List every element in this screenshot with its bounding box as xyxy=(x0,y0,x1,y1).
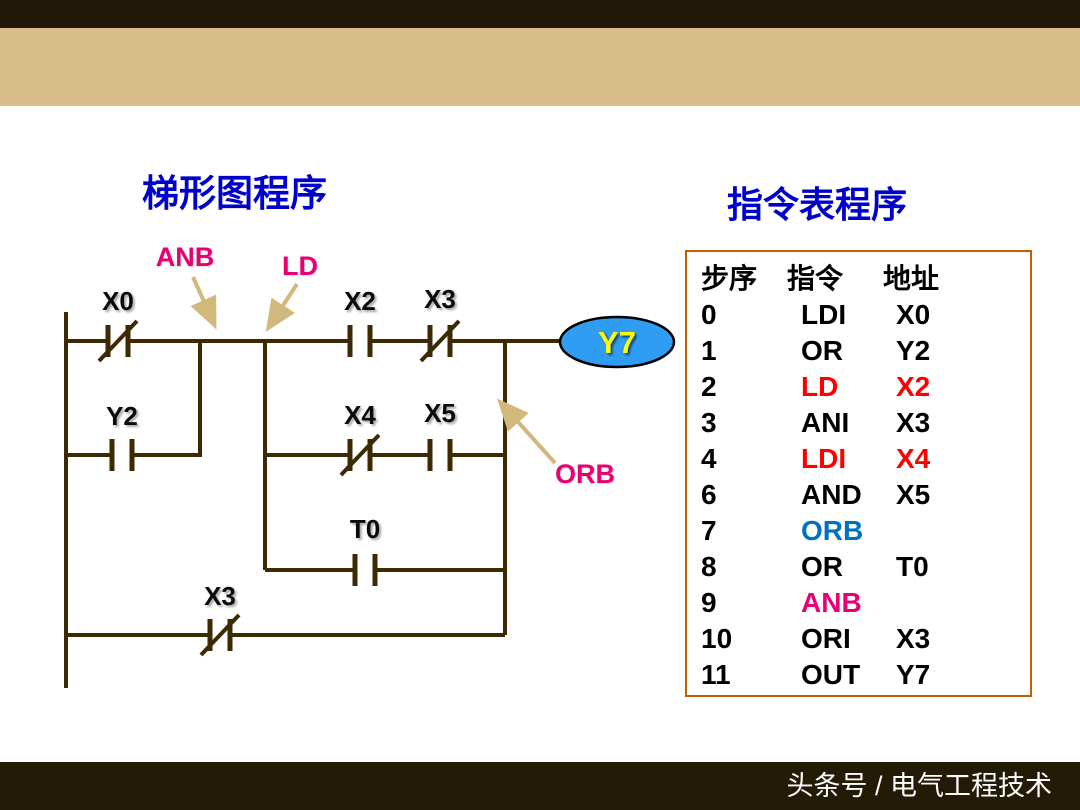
header-address: 地址 xyxy=(883,263,940,294)
table-row: 3 ANI X3 xyxy=(701,405,1030,441)
step-cell: 7 xyxy=(701,515,717,546)
table-row: 8 OR T0 xyxy=(701,549,1030,585)
contact-label-x2: X2 xyxy=(344,286,376,316)
contact-label-x0: X0 xyxy=(102,286,134,316)
instruction-cell: ORB xyxy=(801,515,864,546)
table-row: 6 AND X5 xyxy=(701,477,1030,513)
step-cell: 6 xyxy=(701,479,717,510)
contact-label-x3-top: X3 xyxy=(424,284,456,314)
table-row: 0 LDI X0 xyxy=(701,297,1030,333)
instruction-cell: LDI xyxy=(801,299,847,330)
ld-arrow xyxy=(265,282,299,333)
output-coil-y7: Y7 xyxy=(558,315,676,369)
contact-x5-no xyxy=(427,439,453,471)
anb-arrow xyxy=(190,276,217,330)
instruction-cell: ANI xyxy=(801,407,850,438)
instruction-cell: OR xyxy=(801,335,843,366)
anb-annotation: ANB xyxy=(156,242,215,272)
header-instruction: 指令 xyxy=(787,263,844,294)
contact-label-x5: X5 xyxy=(424,398,456,428)
output-coil-label: Y7 xyxy=(598,325,636,360)
instruction-cell: OR xyxy=(801,551,843,582)
contact-t0-no xyxy=(352,554,378,586)
orb-arrow xyxy=(496,398,557,465)
step-cell: 11 xyxy=(701,659,731,690)
instruction-cell: ANB xyxy=(801,587,862,618)
address-cell xyxy=(896,585,1030,621)
contact-y2-no xyxy=(109,439,135,471)
contact-label-t0: T0 xyxy=(350,514,380,544)
step-cell: 8 xyxy=(701,551,717,582)
address-cell: X5 xyxy=(896,479,931,510)
table-row: 10 ORI X3 xyxy=(701,621,1030,657)
table-row: 9 ANB xyxy=(701,585,1030,621)
instruction-cell: LD xyxy=(801,371,839,402)
table-header-row: 步序 指令 地址 xyxy=(701,260,1030,297)
address-cell: T0 xyxy=(896,551,929,582)
contact-label-x4: X4 xyxy=(344,400,376,430)
address-cell: X4 xyxy=(896,443,931,474)
address-cell: X2 xyxy=(896,371,931,402)
step-cell: 2 xyxy=(701,371,717,402)
ladder-title: 梯形图程序 xyxy=(142,174,327,215)
footer-text: 头条号 / 电气工程技术 xyxy=(786,771,1052,801)
address-cell: Y2 xyxy=(896,335,931,366)
contact-label-x3-bottom: X3 xyxy=(204,581,236,611)
footer-bar: 头条号 / 电气工程技术 xyxy=(0,762,1080,810)
address-cell: Y7 xyxy=(896,659,931,690)
step-cell: 3 xyxy=(701,407,717,438)
ladder-wires xyxy=(64,312,562,688)
orb-annotation: ORB xyxy=(555,459,615,489)
instruction-table: 步序 指令 地址 0 LDI X0 1 OR Y2 2 LD X2 3 ANI … xyxy=(685,250,1032,697)
contact-label-y2: Y2 xyxy=(106,401,138,431)
step-cell: 10 xyxy=(701,623,733,654)
table-row: 2 LD X2 xyxy=(701,369,1030,405)
ld-annotation: LD xyxy=(282,251,318,281)
top-dark-bar xyxy=(0,0,1080,28)
table-row: 1 OR Y2 xyxy=(701,333,1030,369)
instruction-cell: ORI xyxy=(801,623,851,654)
contact-x2-no xyxy=(347,325,373,357)
address-cell: X0 xyxy=(896,299,931,330)
instruction-title: 指令表程序 xyxy=(727,185,908,225)
address-cell: X3 xyxy=(896,623,931,654)
contact-x4-nc xyxy=(339,433,381,477)
instruction-cell: LDI xyxy=(801,443,847,474)
step-cell: 9 xyxy=(701,587,717,618)
table-row: 11 OUT Y7 xyxy=(701,657,1030,693)
header-step: 步序 xyxy=(701,263,758,294)
address-cell xyxy=(896,513,1030,549)
step-cell: 1 xyxy=(701,335,717,366)
top-tan-band xyxy=(0,28,1080,106)
contact-x3-top-nc xyxy=(419,319,461,363)
table-row: 7 ORB xyxy=(701,513,1030,549)
instruction-cell: AND xyxy=(801,479,862,510)
instruction-cell: OUT xyxy=(801,659,861,690)
contact-x0-nc xyxy=(97,319,139,363)
step-cell: 4 xyxy=(701,443,717,474)
step-cell: 0 xyxy=(701,299,717,330)
address-cell: X3 xyxy=(896,407,931,438)
table-row: 4 LDI X4 xyxy=(701,441,1030,477)
contact-x3-bottom-nc xyxy=(199,613,241,657)
